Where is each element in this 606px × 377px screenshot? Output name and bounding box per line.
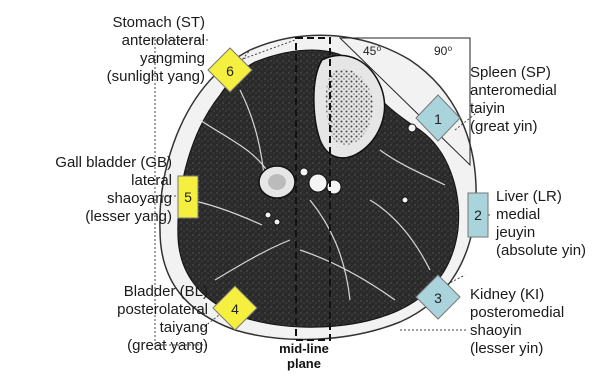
label-bladder: Bladder (BL) posterolateral taiyang (gre… [60,283,208,355]
angle-90-label: 90⁰ [434,44,452,58]
meridian-marker-4-number: 4 [231,301,239,317]
mid-line-plane-label: mid-line plane [272,341,336,371]
label-kidney: Kidney (KI) posteromedial shaoyin (lesse… [470,286,600,358]
meridian-marker-5-number: 5 [184,189,192,205]
label-spleen: Spleen (SP) anteromedial taiyin (great y… [470,64,600,136]
label-liver: Liver (LR) medial jeuyin (absolute yin) [496,188,604,260]
meridian-marker-1-number: 1 [434,111,442,127]
angle-45-label: 45⁰ [363,44,381,58]
meridian-marker-2-number: 2 [474,207,482,223]
label-gall-bladder: Gall bladder (GB) lateral shaoyang (less… [4,154,172,226]
label-stomach: Stomach (ST) anterolateral yangming (sun… [60,14,205,86]
fibula-marrow [268,174,286,190]
meridian-marker-6-number: 6 [226,63,234,79]
meridian-marker-3-number: 3 [434,290,442,306]
